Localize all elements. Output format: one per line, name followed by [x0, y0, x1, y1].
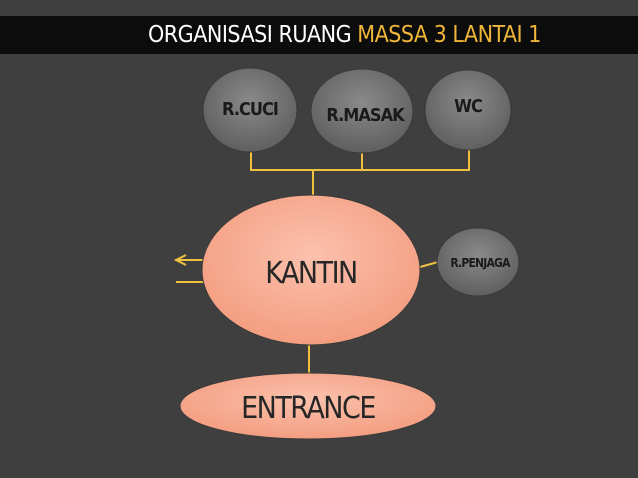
slide-title: ORGANISASI RUANG MASSA 3 LANTAI 1	[148, 19, 541, 51]
title-accent: MASSA 3 LANTAI 1	[357, 22, 541, 48]
node-kantin-label: KANTIN	[265, 256, 356, 291]
title-main: ORGANISASI RUANG	[148, 22, 352, 48]
node-wc-label: WC	[454, 96, 482, 117]
node-r-cuci-label: R.CUCI	[222, 99, 278, 120]
node-r-masak: R.MASAK	[310, 68, 414, 154]
node-r-penjaga: R.PENJAGA	[436, 227, 520, 297]
node-r-cuci: R.CUCI	[202, 67, 298, 153]
title-bar	[0, 16, 638, 54]
node-wc: WC	[424, 69, 512, 151]
node-r-masak-label: R.MASAK	[326, 105, 406, 126]
connector-penjaga	[419, 261, 439, 268]
node-entrance-label: ENTRANCE	[241, 391, 375, 426]
node-r-penjaga-label: R.PENJAGA	[450, 256, 511, 270]
node-kantin: KANTIN	[201, 194, 421, 346]
node-entrance: ENTRANCE	[179, 372, 437, 440]
